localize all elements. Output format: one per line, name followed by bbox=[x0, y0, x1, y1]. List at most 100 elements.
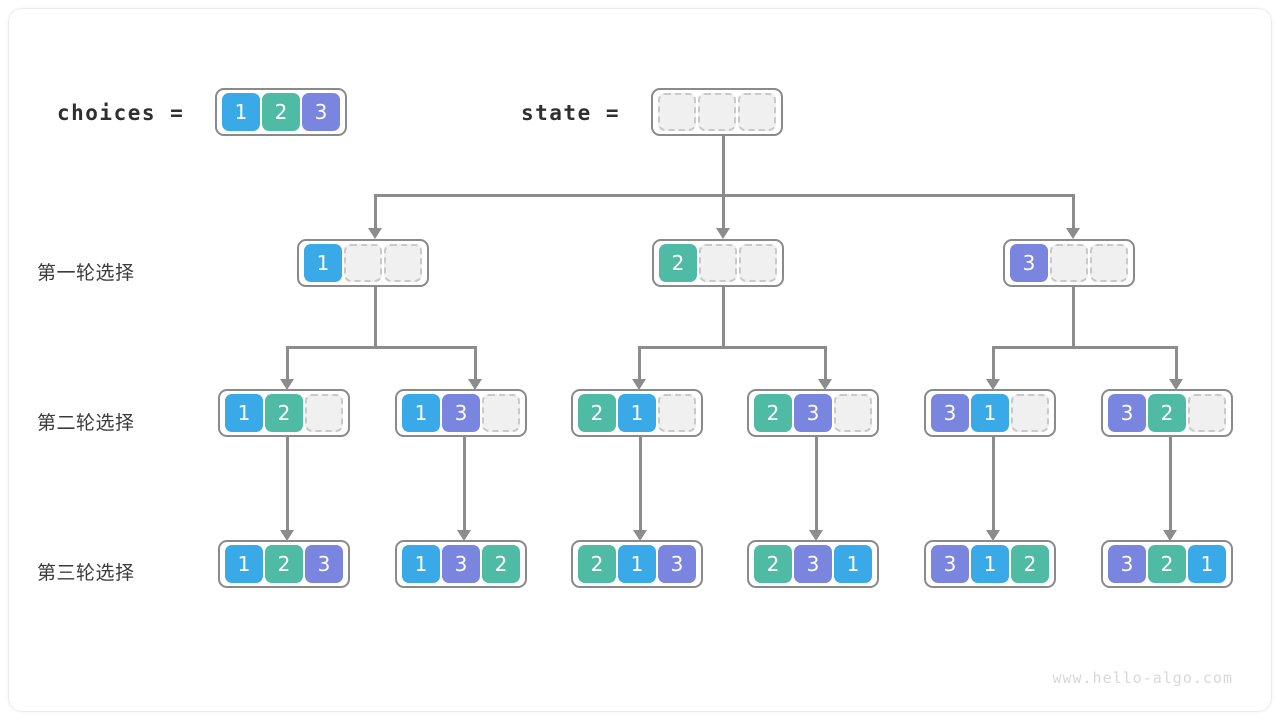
arrow-r2-4 bbox=[809, 530, 823, 541]
connector-r1-3-bar bbox=[992, 346, 1178, 349]
connector-r1-1-to-a bbox=[286, 346, 289, 382]
round2-node5-cell-2: 1 bbox=[971, 394, 1009, 432]
choices-label: choices = bbox=[57, 101, 185, 125]
arrow-r1-2-to-a bbox=[632, 379, 646, 390]
round3-node3-cell-1: 2 bbox=[578, 545, 616, 583]
choices-cell-2: 2 bbox=[262, 93, 300, 131]
connector-r2-4-stem bbox=[815, 437, 818, 533]
connector-r1-1-stem bbox=[374, 287, 377, 346]
connector-r1-3-to-b bbox=[1175, 346, 1178, 382]
round2-node2-cell-2: 3 bbox=[442, 394, 480, 432]
round3-node4-cell-1: 2 bbox=[754, 545, 792, 583]
round3-node4-cell-3: 1 bbox=[834, 545, 872, 583]
state-label: state = bbox=[521, 101, 621, 125]
arrow-r1-1-to-b bbox=[468, 379, 482, 390]
choices-cell-1: 1 bbox=[222, 93, 260, 131]
node-round1-3: 3 bbox=[1003, 239, 1135, 287]
round3-node1-cell-1: 1 bbox=[225, 545, 263, 583]
connector-root-stem bbox=[722, 136, 725, 194]
arrow-r1-3-to-a bbox=[986, 379, 1000, 390]
round1-node2-cell-1: 2 bbox=[659, 244, 697, 282]
connector-root-to-node-1 bbox=[374, 194, 377, 231]
round3-node2-cell-2: 3 bbox=[442, 545, 480, 583]
state-cell-2 bbox=[698, 93, 736, 131]
round1-node2-cell-2 bbox=[699, 244, 737, 282]
arrow-r2-2 bbox=[457, 530, 471, 541]
round3-node6-cell-3: 1 bbox=[1188, 545, 1226, 583]
state-array bbox=[651, 88, 783, 136]
round2-node6-cell-1: 3 bbox=[1108, 394, 1146, 432]
round2-node2-cell-1: 1 bbox=[402, 394, 440, 432]
round3-node1-cell-2: 2 bbox=[265, 545, 303, 583]
round1-node3-cell-3 bbox=[1090, 244, 1128, 282]
connector-root-to-node-3 bbox=[1072, 194, 1075, 231]
round3-node2-cell-3: 2 bbox=[482, 545, 520, 583]
node-round1-1: 1 bbox=[297, 239, 429, 287]
round3-node1-cell-3: 3 bbox=[305, 545, 343, 583]
node-round1-2: 2 bbox=[652, 239, 784, 287]
round2-node4-cell-3 bbox=[834, 394, 872, 432]
round2-node4-cell-1: 2 bbox=[754, 394, 792, 432]
round2-node3-cell-1: 2 bbox=[578, 394, 616, 432]
round1-node3-cell-1: 3 bbox=[1010, 244, 1048, 282]
connector-root-to-node-2 bbox=[722, 194, 725, 231]
round3-node3-cell-2: 1 bbox=[618, 545, 656, 583]
arrow-r2-1 bbox=[280, 530, 294, 541]
round2-node5-cell-3 bbox=[1011, 394, 1049, 432]
arrow-r2-3 bbox=[633, 530, 647, 541]
round3-node6-cell-2: 2 bbox=[1148, 545, 1186, 583]
connector-r1-1-bar bbox=[286, 346, 477, 349]
round1-node1-cell-3 bbox=[384, 244, 422, 282]
round3-node5-cell-3: 2 bbox=[1011, 545, 1049, 583]
arrow-root-to-node-1 bbox=[368, 228, 382, 239]
connector-r1-3-to-a bbox=[992, 346, 995, 382]
connector-r1-3-stem bbox=[1072, 287, 1075, 346]
row-label-round-3: 第三轮选择 bbox=[37, 562, 135, 584]
connector-r2-1-stem bbox=[286, 437, 289, 533]
round3-node5-cell-1: 3 bbox=[931, 545, 969, 583]
watermark: www.hello-algo.com bbox=[1052, 669, 1233, 687]
round3-node6-cell-1: 3 bbox=[1108, 545, 1146, 583]
row-label-round-1: 第一轮选择 bbox=[37, 262, 135, 284]
round2-node1-cell-1: 1 bbox=[225, 394, 263, 432]
arrow-root-to-node-2 bbox=[716, 228, 730, 239]
row-label-round-2: 第二轮选择 bbox=[37, 412, 135, 434]
round3-node3-cell-3: 3 bbox=[658, 545, 696, 583]
arrow-r1-3-to-b bbox=[1169, 379, 1183, 390]
round2-node1-cell-2: 2 bbox=[265, 394, 303, 432]
connector-r2-5-stem bbox=[992, 437, 995, 533]
round3-node4-cell-2: 3 bbox=[794, 545, 832, 583]
choices-cell-3: 3 bbox=[302, 93, 340, 131]
arrow-r2-5 bbox=[986, 530, 1000, 541]
round1-node2-cell-3 bbox=[739, 244, 777, 282]
arrow-r1-1-to-a bbox=[280, 379, 294, 390]
round2-node5-cell-1: 3 bbox=[931, 394, 969, 432]
round1-node1-cell-2 bbox=[344, 244, 382, 282]
connector-r1-2-to-a bbox=[638, 346, 641, 382]
round2-node1-cell-3 bbox=[305, 394, 343, 432]
connector-r1-2-to-b bbox=[824, 346, 827, 382]
round2-node6-cell-2: 2 bbox=[1148, 394, 1186, 432]
round2-node3-cell-3 bbox=[658, 394, 696, 432]
round1-node3-cell-2 bbox=[1050, 244, 1088, 282]
connector-r1-1-to-b bbox=[474, 346, 477, 382]
round1-node1-cell-1: 1 bbox=[304, 244, 342, 282]
connector-r1-2-stem bbox=[722, 287, 725, 346]
state-cell-3 bbox=[738, 93, 776, 131]
round2-node4-cell-2: 3 bbox=[794, 394, 832, 432]
round3-node5-cell-2: 1 bbox=[971, 545, 1009, 583]
connector-r2-6-stem bbox=[1169, 437, 1172, 533]
arrow-root-to-node-3 bbox=[1066, 228, 1080, 239]
